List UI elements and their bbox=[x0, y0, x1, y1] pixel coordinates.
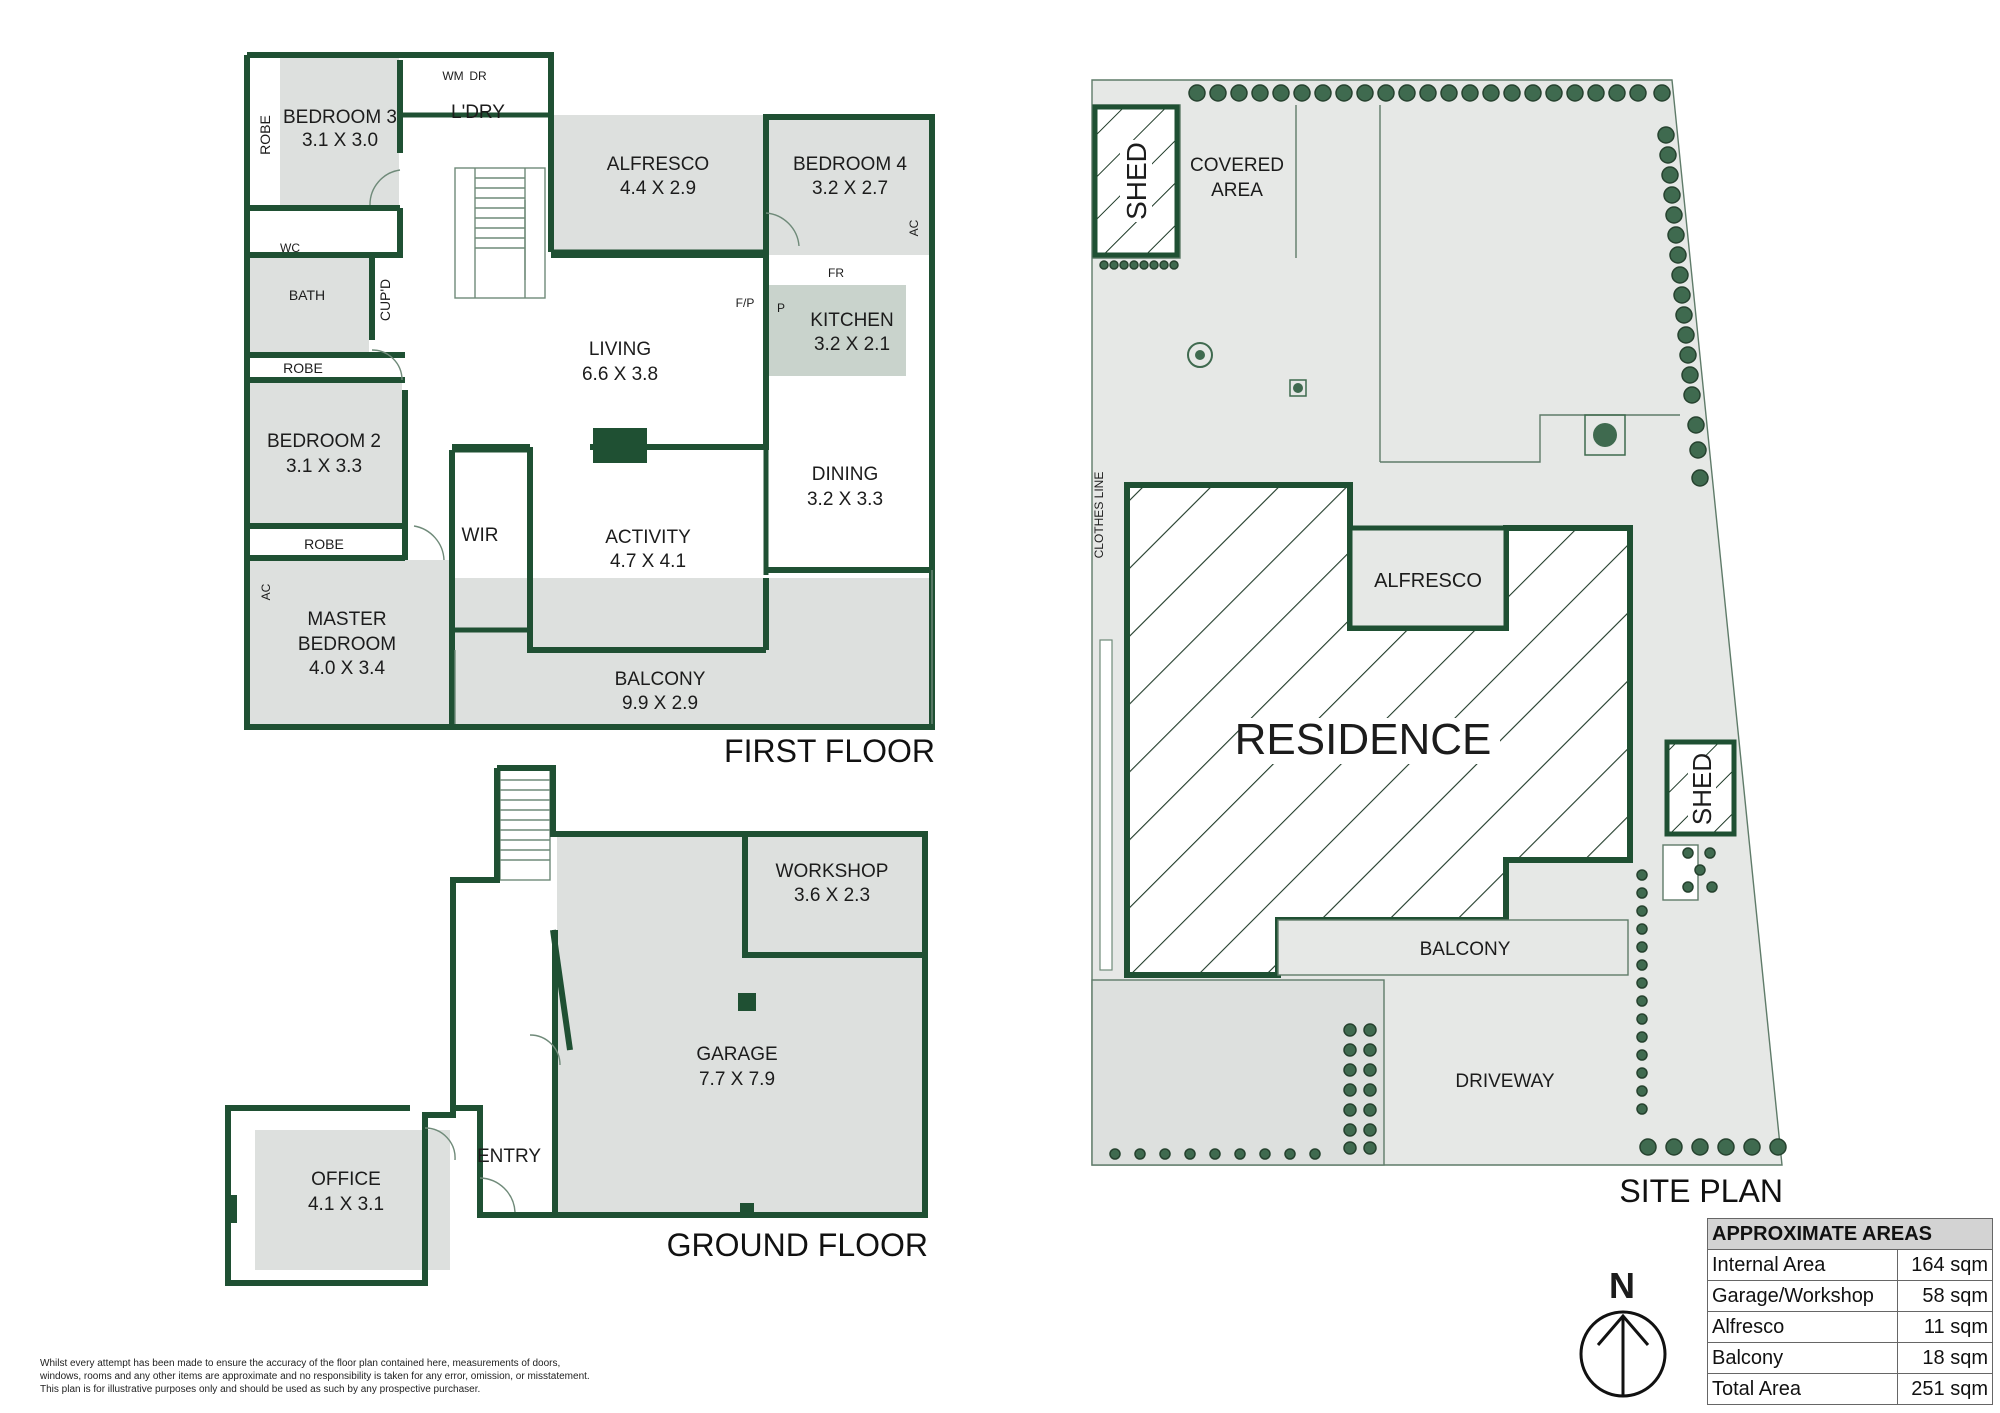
residence-label: RESIDENCE bbox=[1235, 715, 1492, 764]
kitchen-size: 3.2 X 2.1 bbox=[814, 334, 890, 355]
entry-label: ENTRY bbox=[477, 1146, 541, 1167]
workshop-size: 3.6 X 2.3 bbox=[794, 885, 870, 906]
dining-size: 3.2 X 3.3 bbox=[807, 489, 883, 510]
north-arrow: N bbox=[1579, 1265, 1667, 1398]
bedroom4-ac: AC bbox=[907, 219, 921, 236]
master-label-1: MASTER bbox=[307, 609, 386, 630]
covered-area-label-2: AREA bbox=[1211, 180, 1263, 201]
area-label: Internal Area bbox=[1707, 1249, 1898, 1281]
bedroom3-label: BEDROOM 3 bbox=[283, 107, 397, 128]
living-size: 6.6 X 3.8 bbox=[582, 364, 658, 385]
clothes-line-label: CLOTHES LINE bbox=[1092, 472, 1106, 559]
garage-size: 7.7 X 7.9 bbox=[699, 1069, 775, 1090]
areas-heading: APPROXIMATE AREAS bbox=[1707, 1218, 1993, 1250]
driveway-label: DRIVEWAY bbox=[1455, 1071, 1555, 1092]
wc-label: WC bbox=[280, 241, 300, 255]
activity-label: ACTIVITY bbox=[605, 527, 691, 548]
master-ac: AC bbox=[259, 583, 273, 600]
office-label: OFFICE bbox=[311, 1169, 381, 1190]
shed-label-2: SHED bbox=[1687, 753, 1717, 825]
north-label: N bbox=[1609, 1265, 1635, 1306]
bedroom4-label: BEDROOM 4 bbox=[793, 154, 907, 175]
wir-label: WIR bbox=[462, 525, 499, 546]
site-plan-title: SITE PLAN bbox=[1619, 1173, 1783, 1209]
robe-bedroom2: ROBE bbox=[283, 360, 323, 376]
kitchen-p: P bbox=[777, 301, 785, 315]
laundry-label: L'DRY bbox=[451, 102, 505, 123]
area-value: 251 sqm bbox=[1896, 1373, 1994, 1405]
balcony-site-label: BALCONY bbox=[1420, 939, 1511, 960]
kitchen-fp: F/P bbox=[736, 296, 755, 310]
area-label: Garage/Workshop bbox=[1707, 1280, 1898, 1312]
first-floor-title: FIRST FLOOR bbox=[724, 733, 935, 769]
area-label: Balcony bbox=[1707, 1342, 1898, 1374]
first-floor-plan: BEDROOM 3 3.1 X 3.0 ROBE WM DR L'DRY ALF… bbox=[244, 52, 935, 769]
balcony-ff-label: BALCONY bbox=[615, 669, 706, 690]
living-label: LIVING bbox=[589, 339, 651, 360]
bedroom3-size: 3.1 X 3.0 bbox=[302, 130, 378, 151]
robe-bedroom3: ROBE bbox=[257, 115, 273, 155]
area-label: Total Area bbox=[1707, 1373, 1898, 1405]
robe-master: ROBE bbox=[304, 536, 344, 552]
first-floor-stairs bbox=[454, 167, 546, 299]
dining-label: DINING bbox=[812, 464, 879, 485]
office-size: 4.1 X 3.1 bbox=[308, 1194, 384, 1215]
master-label-2: BEDROOM bbox=[298, 634, 396, 655]
ground-floor-plan: WORKSHOP 3.6 X 2.3 GARAGE 7.7 X 7.9 ENTR… bbox=[225, 765, 928, 1286]
area-value: 164 sqm bbox=[1896, 1249, 1994, 1281]
area-value: 58 sqm bbox=[1896, 1280, 1994, 1312]
site-plan: CLOTHES LINE SHED COVERED AREA SHED RESI… bbox=[1091, 79, 1787, 1209]
activity-size: 4.7 X 4.1 bbox=[610, 551, 686, 572]
area-label: Alfresco bbox=[1707, 1311, 1898, 1343]
kitchen-label: KITCHEN bbox=[810, 310, 893, 331]
area-value: 18 sqm bbox=[1896, 1342, 1994, 1374]
workshop-label: WORKSHOP bbox=[776, 861, 889, 882]
laundry-dr: DR bbox=[469, 69, 487, 83]
bedroom4-size: 3.2 X 2.7 bbox=[812, 178, 888, 199]
disclaimer: Whilst every attempt has been made to en… bbox=[40, 1357, 680, 1396]
bedroom2-label: BEDROOM 2 bbox=[267, 431, 381, 452]
garage-label: GARAGE bbox=[696, 1044, 777, 1065]
covered-area-label-1: COVERED bbox=[1190, 155, 1284, 176]
disclaimer-line: This plan is for illustrative purposes o… bbox=[40, 1384, 481, 1395]
master-size: 4.0 X 3.4 bbox=[309, 658, 385, 679]
bath-label: BATH bbox=[289, 287, 325, 303]
shed-label-1: SHED bbox=[1121, 142, 1152, 220]
alfresco-ff-size: 4.4 X 2.9 bbox=[620, 178, 696, 199]
balcony-ff-size: 9.9 X 2.9 bbox=[622, 693, 698, 714]
ground-floor-title: GROUND FLOOR bbox=[667, 1227, 928, 1263]
laundry-wm: WM bbox=[442, 69, 463, 83]
disclaimer-line: windows, rooms and any other items are a… bbox=[40, 1371, 590, 1382]
disclaimer-line: Whilst every attempt has been made to en… bbox=[40, 1358, 561, 1369]
alfresco-ff-label: ALFRESCO bbox=[607, 154, 709, 175]
bedroom2-size: 3.1 X 3.3 bbox=[286, 456, 362, 477]
kitchen-fr: FR bbox=[828, 266, 844, 280]
area-value: 11 sqm bbox=[1896, 1311, 1994, 1343]
alfresco-site-label: ALFRESCO bbox=[1374, 570, 1482, 592]
cupboard-label: CUP'D bbox=[377, 279, 393, 321]
